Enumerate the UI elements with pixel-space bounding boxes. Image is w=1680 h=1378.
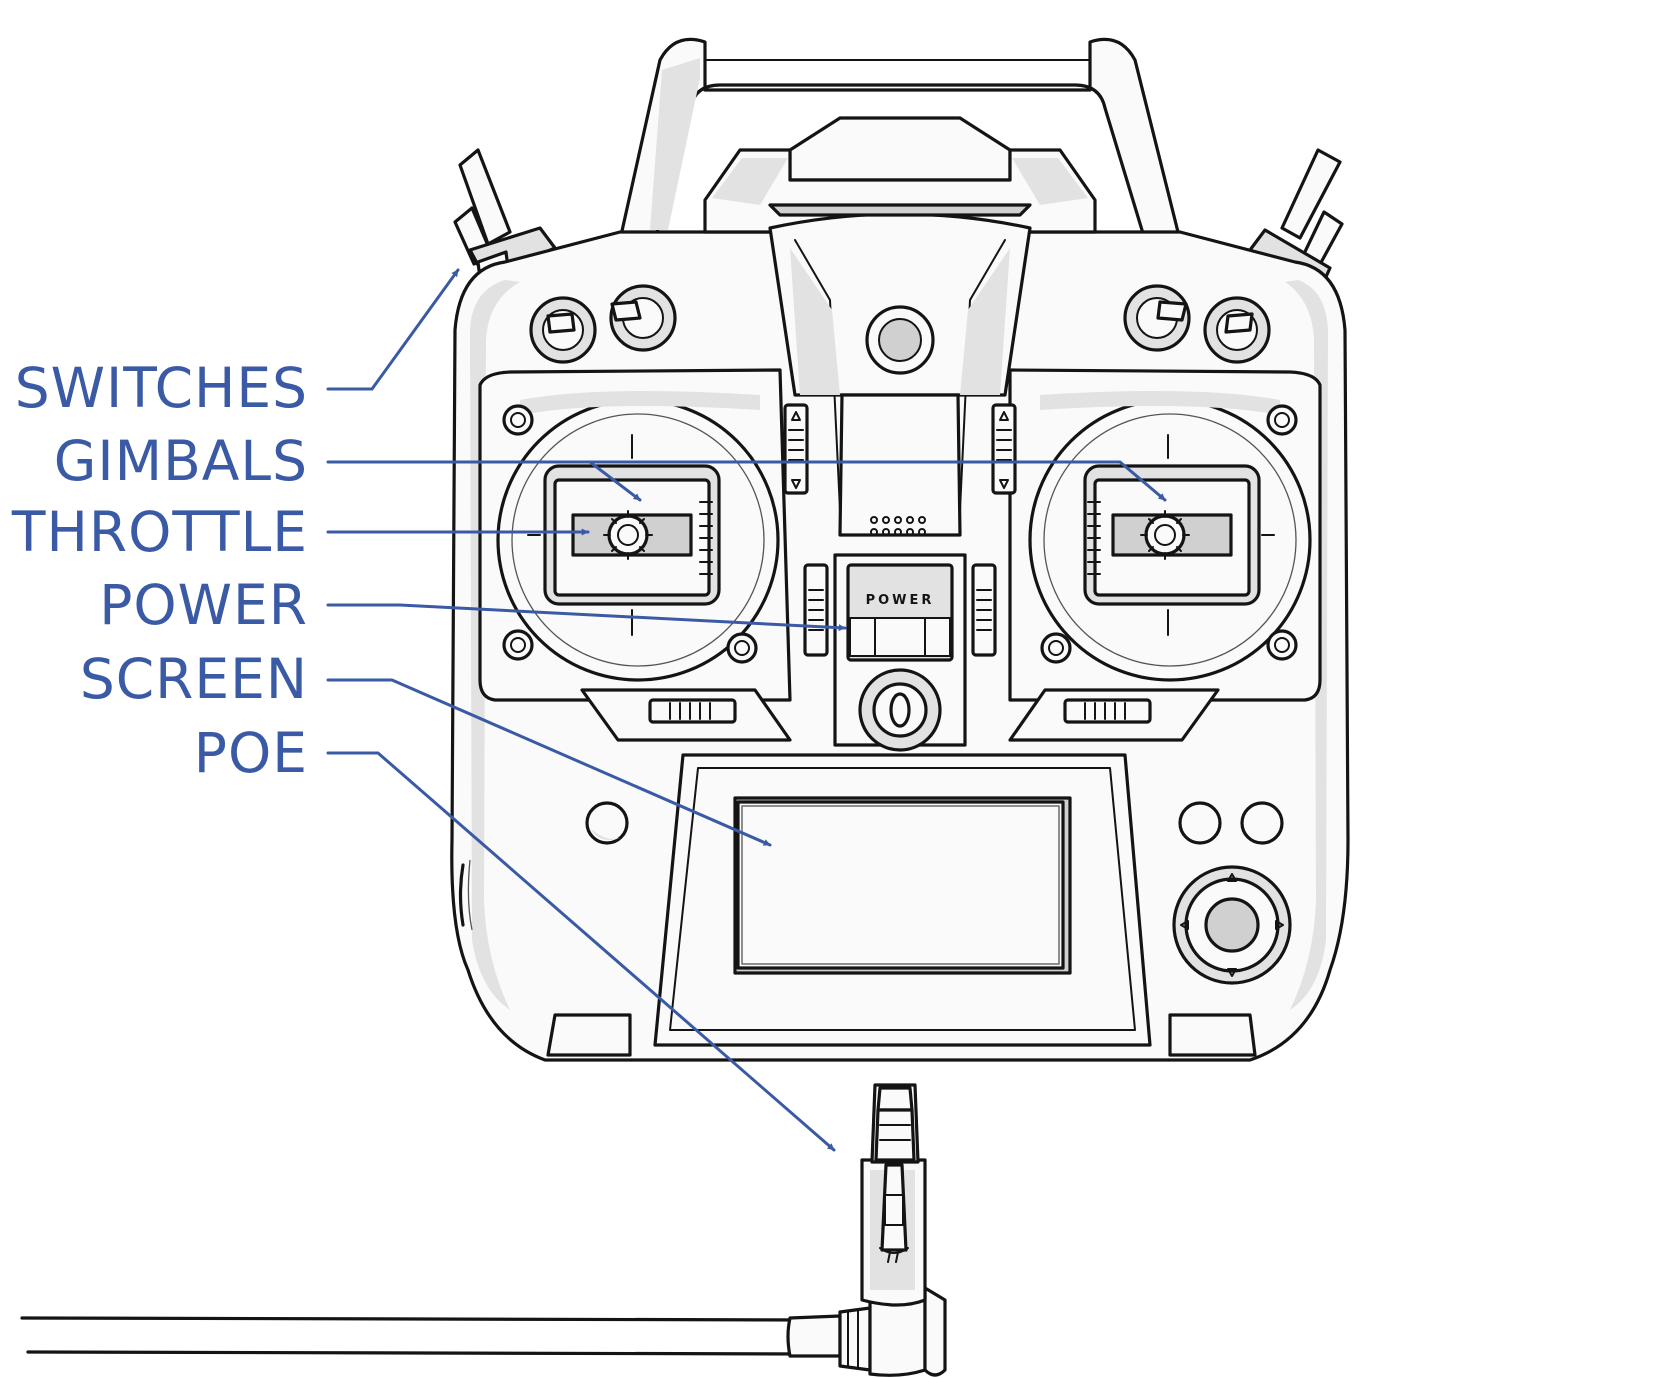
throttle-label: THROTTLE (11, 500, 308, 564)
horizontal-trims (580, 688, 1220, 742)
lcd-screen (741, 805, 1060, 965)
screen-label: SCREEN (79, 647, 308, 711)
gimbals-arrow-right (588, 460, 1167, 502)
power-arrow (326, 603, 847, 632)
vertical-trims (783, 403, 1017, 657)
gimbals-label: GIMBALS (53, 429, 308, 493)
top-centre-housing (703, 116, 1097, 537)
power-label: POWER (99, 573, 308, 637)
switches-label: SWITCHES (14, 356, 308, 420)
screen-bezel (653, 753, 1152, 1047)
left-button (585, 801, 629, 845)
poe-arrow (326, 751, 836, 1152)
left-gimbal-panel (478, 368, 792, 702)
right-buttons (1178, 801, 1284, 845)
bottom-feet (546, 1013, 1257, 1057)
poe-connector (20, 1083, 947, 1377)
poe-label: POE (193, 721, 308, 785)
top-knobs (529, 284, 1271, 364)
right-gimbal-panel (1008, 368, 1322, 702)
navigation-pad (1172, 865, 1292, 985)
screen-arrow (326, 678, 772, 847)
callout-arrows (326, 268, 1167, 1152)
power-button-text: POWER (866, 593, 935, 608)
power-panel (833, 553, 967, 752)
speaker-grille (870, 516, 926, 536)
switches-arrow (326, 268, 460, 391)
